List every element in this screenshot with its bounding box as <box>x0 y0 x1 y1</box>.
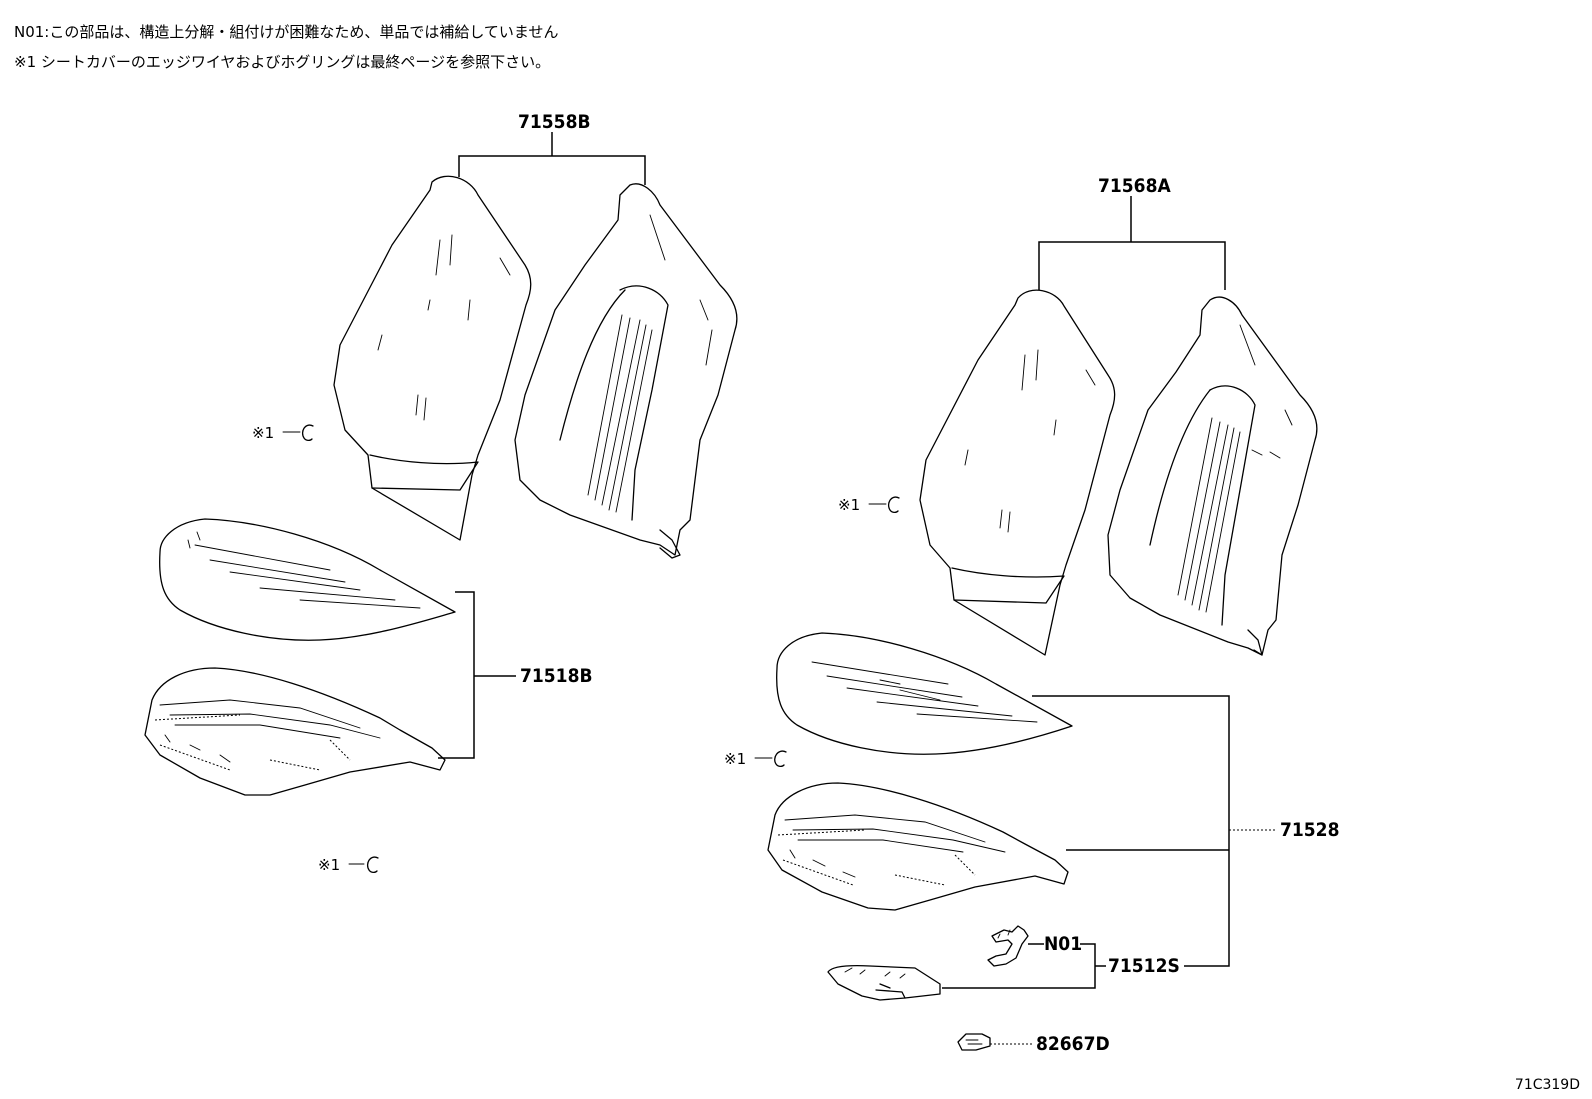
seatback-cover-left-inner <box>514 183 738 559</box>
part-number-71528: 71528 <box>1280 819 1339 841</box>
leader-71512S <box>942 943 1106 989</box>
cushion-cover-left-top <box>159 518 456 641</box>
leader-71528 <box>1032 695 1276 967</box>
seatback-cover-left-outer <box>333 175 532 541</box>
clip-part <box>957 1033 991 1051</box>
hog-ring-ref-1: ※1 <box>252 424 314 442</box>
cushion-cover-right-top <box>776 632 1073 755</box>
note-n01: N01:この部品は、構造上分解・組付けが困難なため、単品では補給していません <box>14 23 559 41</box>
leader-71518B <box>438 591 516 759</box>
cushion-cover-left-bottom <box>144 667 446 796</box>
hog-ring-ref-2: ※1 <box>318 856 379 874</box>
frame-bracket <box>827 965 941 1001</box>
diagram-id: 71C319D <box>1514 1077 1580 1093</box>
seatback-cover-right-inner <box>1107 296 1318 656</box>
hog-ring-ref-3: ※1 <box>838 496 900 514</box>
wire-part-n01 <box>987 925 1029 967</box>
seatback-cover-right-outer <box>919 289 1116 656</box>
svg-text:※1: ※1 <box>252 424 274 442</box>
leader-71558B <box>458 132 646 185</box>
svg-text:※1: ※1 <box>318 856 340 874</box>
part-number-71568A: 71568A <box>1098 175 1171 197</box>
part-number-82667D: 82667D <box>1036 1033 1110 1055</box>
hog-ring-ref-4: ※1 <box>724 750 787 768</box>
label-n01: N01 <box>1044 933 1082 955</box>
svg-text:※1: ※1 <box>838 496 860 514</box>
part-number-71518B: 71518B <box>520 665 593 687</box>
part-number-71512S: 71512S <box>1108 955 1180 977</box>
part-number-71558B: 71558B <box>518 111 591 133</box>
note-ref1: ※1 シートカバーのエッジワイヤおよびホグリングは最終ページを参照下さい。 <box>14 53 551 71</box>
svg-text:※1: ※1 <box>724 750 746 768</box>
leader-71568A <box>1038 196 1226 290</box>
cushion-cover-right-bottom <box>767 782 1069 911</box>
